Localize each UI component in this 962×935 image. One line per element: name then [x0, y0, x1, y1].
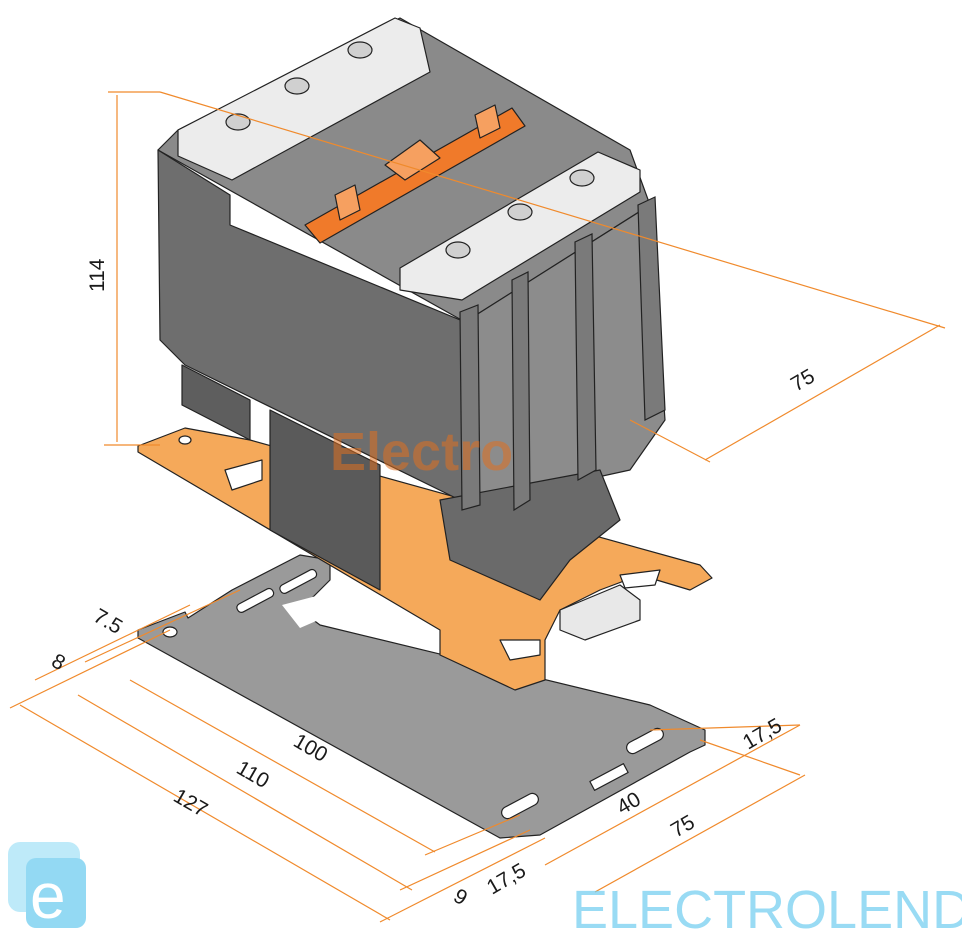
mounting-plate — [137, 554, 706, 839]
electrolend-logo: e — [8, 842, 86, 932]
actuator-tab — [474, 104, 501, 139]
lower-block — [269, 409, 381, 591]
plate-slot — [589, 763, 629, 791]
rail-slot — [619, 569, 661, 589]
dimension-lines — [9, 91, 946, 923]
dim-depth-75: 75 — [787, 365, 819, 397]
rail-slot — [499, 639, 541, 661]
dim-8: 8 — [48, 649, 70, 675]
electro-watermark: Electro — [330, 422, 513, 482]
plate-cutout — [282, 595, 330, 628]
electrolend-icon-letter: e — [30, 860, 66, 932]
dim-width-75: 75 — [667, 811, 699, 843]
terminal-ribs — [459, 196, 666, 512]
rail-slot — [224, 459, 263, 491]
dim-17-5-left: 17,5 — [483, 859, 530, 899]
electrolend-watermark: ELECTROLEND — [572, 880, 962, 935]
rail-hole — [178, 435, 192, 445]
dim-height-114: 114 — [86, 258, 109, 292]
terminal-strip-front — [399, 151, 641, 301]
actuator-tab — [334, 184, 361, 221]
plate-slot — [501, 792, 539, 820]
dim-110: 110 — [233, 756, 273, 793]
aux-clip — [559, 584, 641, 641]
lower-block — [439, 469, 621, 601]
dim-7-5: 7.5 — [90, 604, 127, 639]
lower-block — [181, 364, 251, 441]
actuator-tab — [384, 139, 441, 181]
dim-17-5-right: 17,5 — [739, 714, 786, 754]
plate-slot — [626, 727, 664, 755]
dim-127: 127 — [170, 784, 212, 821]
dim-9: 9 — [450, 884, 472, 910]
plate-hole — [162, 626, 178, 638]
terminal-strip-top — [177, 17, 431, 181]
plate-slot — [279, 568, 318, 594]
terminal-screws — [225, 41, 595, 259]
plate-slot — [236, 587, 275, 613]
